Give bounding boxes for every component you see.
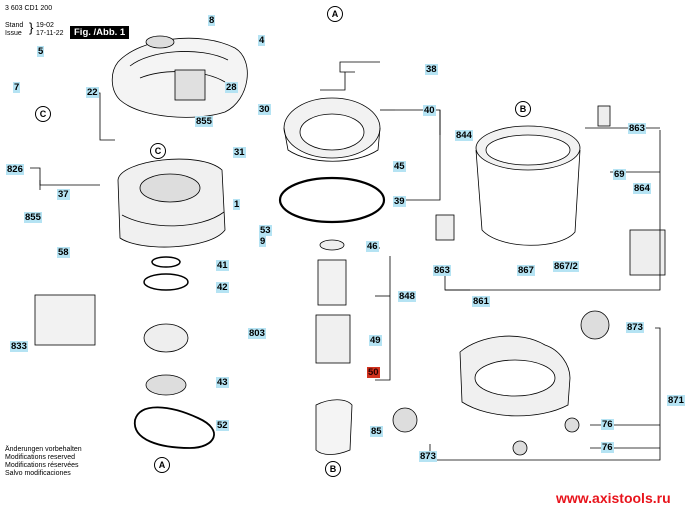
lid-drawing — [283, 97, 381, 162]
part-label-844[interactable]: 844 — [455, 130, 473, 141]
note-es: Salvo modificaciones — [5, 470, 71, 477]
part-label-8[interactable]: 8 — [208, 15, 216, 26]
part-label-863b[interactable]: 863 — [433, 265, 451, 276]
part-label-46[interactable]: 46 — [366, 241, 379, 252]
part-label-42[interactable]: 42 — [216, 282, 229, 293]
part-label-867-2[interactable]: 867/2 — [553, 261, 579, 272]
stand-label: Stand — [5, 22, 24, 29]
connector-a-bottom: A — [154, 457, 170, 473]
motor-housing-drawing — [117, 158, 226, 248]
base-drawing — [392, 310, 610, 456]
connector-c-middle: C — [150, 143, 166, 159]
connector-b-top: B — [515, 101, 531, 117]
part-label-30[interactable]: 30 — [258, 104, 271, 115]
note-fr: Modifications réservées — [5, 462, 79, 469]
part-label-5[interactable]: 5 — [37, 46, 45, 57]
document-number: 3 603 CD1 200 — [5, 5, 53, 12]
part-label-848[interactable]: 848 — [398, 291, 416, 302]
part-label-50-highlighted[interactable]: 50 — [367, 367, 380, 378]
part-label-873a[interactable]: 873 — [626, 322, 644, 333]
part-label-863a[interactable]: 863 — [628, 123, 646, 134]
part-label-22[interactable]: 22 — [86, 87, 99, 98]
note-de: Änderungen vorbehalten — [5, 446, 82, 453]
part-label-855b[interactable]: 855 — [24, 212, 42, 223]
connector-b-bottom: B — [325, 461, 341, 477]
part-label-7[interactable]: 7 — [13, 82, 21, 93]
part-label-861[interactable]: 861 — [472, 296, 490, 307]
part-label-52[interactable]: 52 — [216, 420, 229, 431]
part-label-864[interactable]: 864 — [633, 183, 651, 194]
part-label-28[interactable]: 28 — [225, 82, 238, 93]
brace: } — [29, 20, 34, 35]
note-en: Modifications reserved — [5, 454, 76, 461]
part-label-76b[interactable]: 76 — [601, 442, 614, 453]
part-label-871[interactable]: 871 — [667, 395, 685, 406]
seal-39-drawing — [278, 176, 386, 224]
figure-label: Fig. /Abb. 1 — [70, 26, 130, 39]
container-drawing — [475, 125, 581, 246]
part-label-9[interactable]: 9 — [259, 236, 267, 247]
part-label-873b[interactable]: 873 — [419, 451, 437, 462]
modification-notes: Änderungen vorbehalten Modifications res… — [5, 446, 82, 478]
part-label-833[interactable]: 833 — [10, 341, 28, 352]
part-label-53[interactable]: 53 — [259, 225, 272, 236]
part-label-40[interactable]: 40 — [423, 105, 436, 116]
website-watermark: www.axistools.ru — [556, 490, 671, 506]
issue-label: Issue — [5, 30, 22, 37]
part-label-69[interactable]: 69 — [613, 169, 626, 180]
issue-value: 17-11-22 — [36, 30, 64, 37]
part-label-37[interactable]: 37 — [57, 189, 70, 200]
part-label-85[interactable]: 85 — [370, 426, 383, 437]
part-label-49[interactable]: 49 — [369, 335, 382, 346]
part-label-38[interactable]: 38 — [425, 64, 438, 75]
part-label-803[interactable]: 803 — [248, 328, 266, 339]
part-label-45[interactable]: 45 — [393, 161, 406, 172]
part-label-1[interactable]: 1 — [233, 199, 241, 210]
part-label-826[interactable]: 826 — [6, 164, 24, 175]
part-label-867[interactable]: 867 — [517, 265, 535, 276]
part-label-58[interactable]: 58 — [57, 247, 70, 258]
part-label-43[interactable]: 43 — [216, 377, 229, 388]
connector-c-left: C — [35, 106, 51, 122]
part-label-76a[interactable]: 76 — [601, 419, 614, 430]
part-label-855a[interactable]: 855 — [195, 116, 213, 127]
connector-a-top: A — [327, 6, 343, 22]
part-label-31[interactable]: 31 — [233, 147, 246, 158]
stand-value: 19-02 — [36, 22, 54, 29]
motor-hood-drawing — [111, 35, 248, 118]
part-label-39[interactable]: 39 — [393, 196, 406, 207]
part-label-4[interactable]: 4 — [258, 35, 266, 46]
part-label-41[interactable]: 41 — [216, 260, 229, 271]
